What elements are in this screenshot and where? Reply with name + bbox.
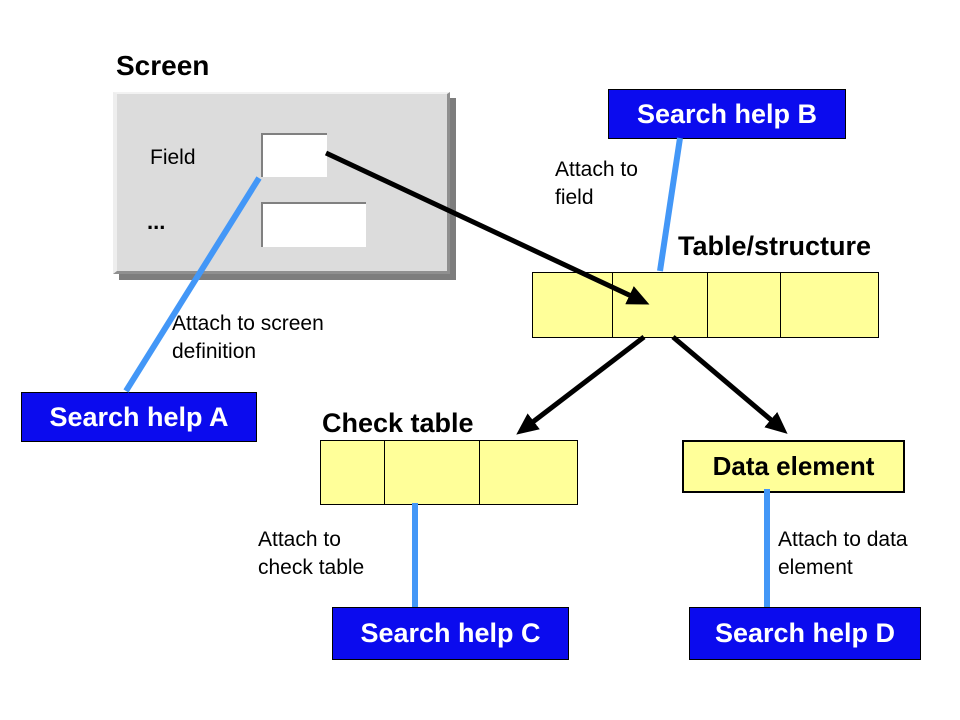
annotation-attach-data: Attach to data element (778, 528, 908, 579)
screen-title: Screen (116, 50, 210, 81)
annotation-attach-field: Attach to field (555, 158, 638, 209)
search-help-c-label: Search help C (360, 618, 541, 648)
table-structure-bar (532, 272, 879, 338)
table-cell (533, 273, 613, 337)
search-help-a-box: Search help A (21, 392, 257, 442)
table-cell (480, 441, 577, 504)
annotation-attach-check: Attach to check table (258, 528, 365, 579)
arrow-table-to-checktable (516, 335, 646, 435)
table-cell (385, 441, 480, 504)
table-cell (708, 273, 781, 337)
data-element-box: Data element (682, 440, 905, 493)
check-table-label: Check table (322, 408, 474, 438)
screen-input-field-2 (261, 202, 366, 247)
screen-input-field-1 (261, 133, 327, 177)
line-searchhelp-b-to-table (657, 137, 683, 272)
search-help-c-box: Search help C (332, 607, 569, 660)
search-help-d-label: Search help D (714, 618, 896, 648)
arrow-table-to-dataelement (671, 335, 788, 434)
check-table-bar (320, 440, 578, 505)
search-help-b-box: Search help B (608, 89, 846, 139)
ellipsis-label: ... (147, 209, 166, 234)
search-help-b-label: Search help B (636, 98, 818, 129)
data-element-label: Data element (712, 451, 875, 481)
table-cell (321, 441, 385, 504)
table-cell (613, 273, 708, 337)
table-structure-label: Table/structure (678, 231, 872, 261)
table-cell (781, 273, 878, 337)
search-help-d-box: Search help D (689, 607, 921, 660)
search-help-a-label: Search help A (49, 401, 229, 432)
field-label: Field (150, 146, 196, 169)
screen-panel: Field ... (113, 92, 450, 274)
annotation-attach-screen: Attach to screen definition (172, 312, 324, 363)
